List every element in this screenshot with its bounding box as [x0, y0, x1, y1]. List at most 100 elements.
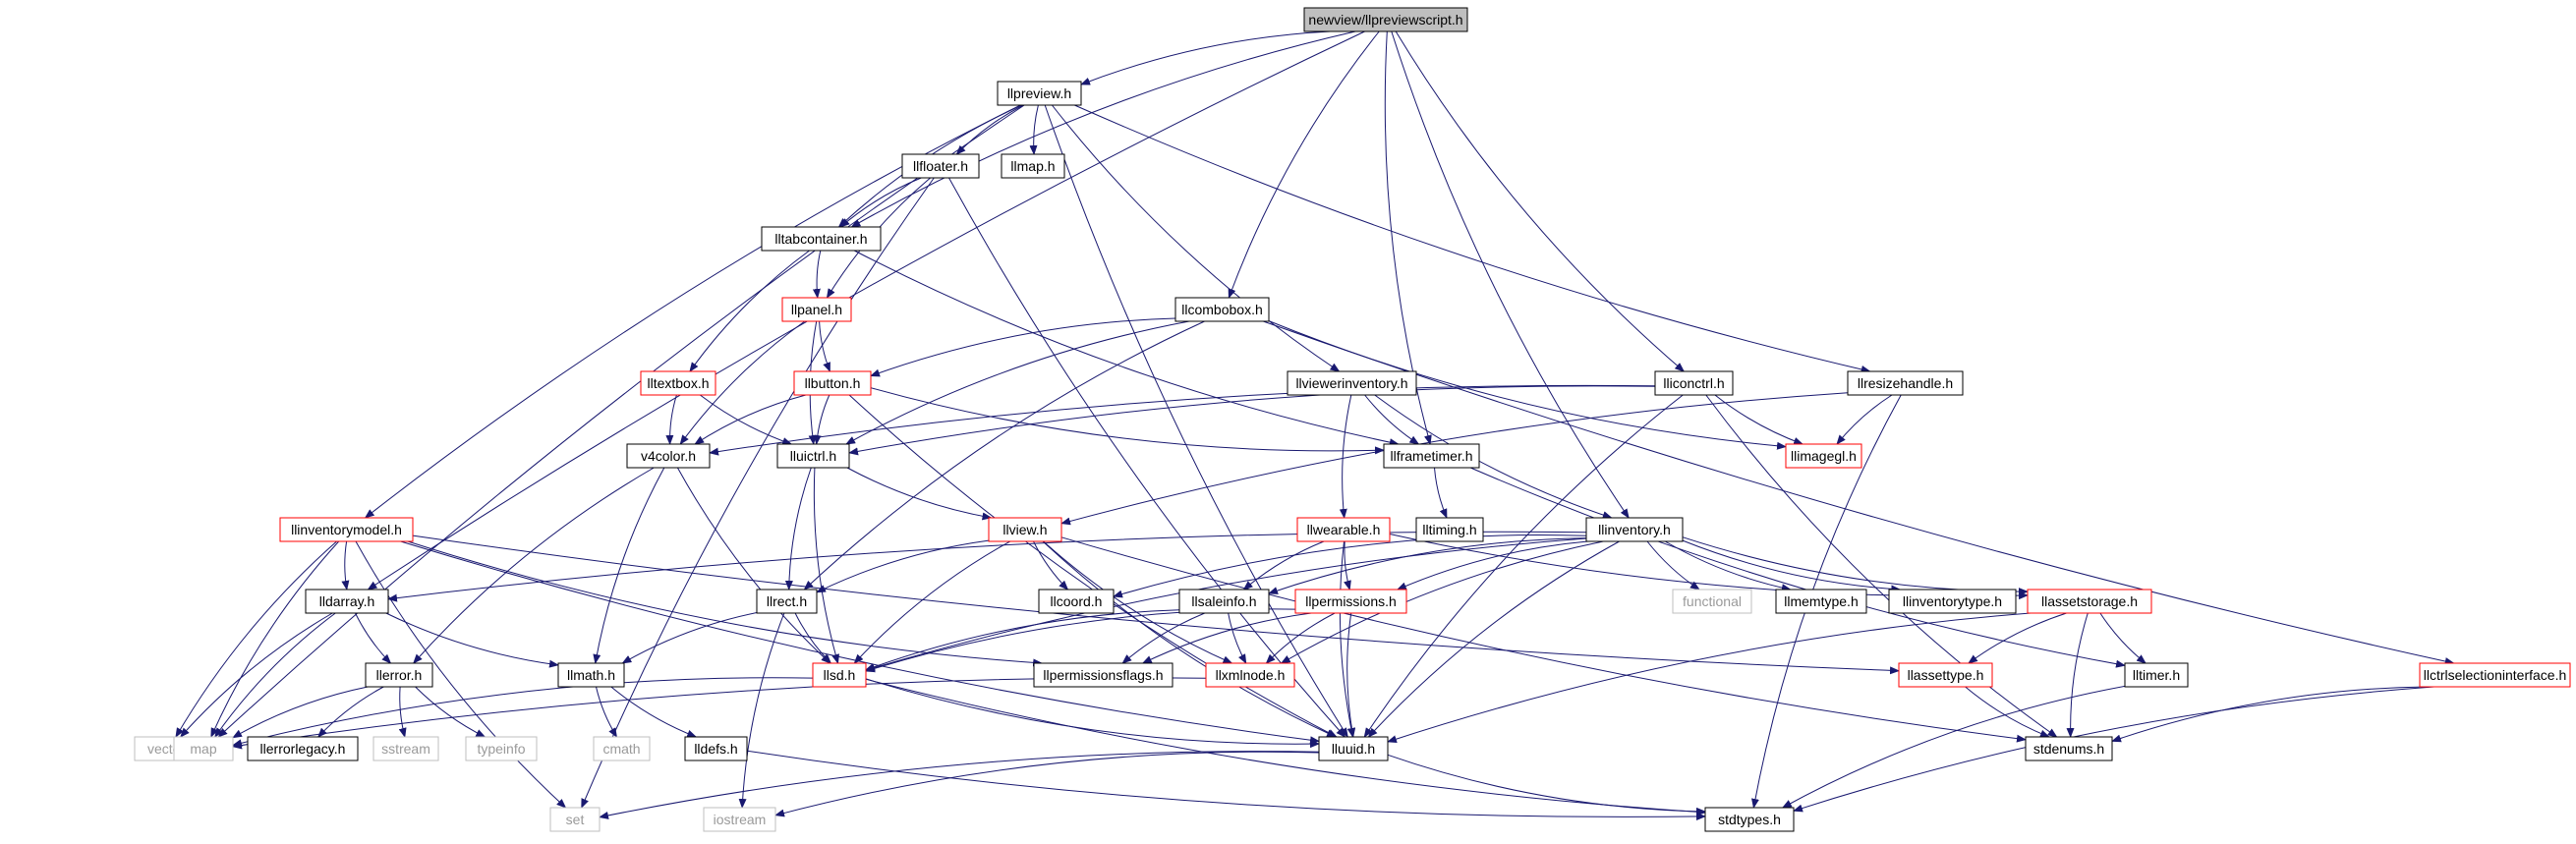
- node-iostream[interactable]: iostream: [703, 807, 776, 832]
- node-box-llctrlselectioninterface: [2419, 662, 2571, 688]
- node-llinventorymodel[interactable]: llinventorymodel.h: [279, 517, 414, 542]
- node-llcombobox[interactable]: llcombobox.h: [1174, 297, 1270, 322]
- node-lluuid[interactable]: lluuid.h: [1318, 736, 1389, 761]
- node-label-llinventorymodel: llinventorymodel.h: [291, 522, 402, 537]
- node-label-llctrlselectioninterface: llctrlselectioninterface.h: [2424, 667, 2567, 683]
- node-llresizehandle[interactable]: llresizehandle.h: [1847, 370, 1964, 396]
- edge-lluuid-to-set: [599, 751, 1320, 819]
- node-label-llpanel: llpanel.h: [791, 302, 842, 317]
- node-llinventorytype[interactable]: llinventorytype.h: [1888, 589, 2017, 614]
- node-llmemtype[interactable]: llmemtype.h: [1775, 589, 1867, 614]
- node-label-llrect: llrect.h: [767, 593, 807, 609]
- node-llview[interactable]: llview.h: [988, 517, 1062, 542]
- edge-root-to-llinventory: [1391, 30, 1630, 519]
- edge-llerror-to-sstream: [398, 686, 407, 738]
- node-llfloater[interactable]: llfloater.h: [901, 153, 980, 179]
- node-lltextbox[interactable]: lltextbox.h: [640, 370, 716, 396]
- edge-llpermissions-to-llsd: [865, 608, 1296, 673]
- node-stdenums[interactable]: stdenums.h: [2025, 736, 2113, 761]
- node-llpermissionsflags[interactable]: llpermissionsflags.h: [1033, 662, 1174, 688]
- node-label-llimagegl: llimagegl.h: [1791, 448, 1857, 464]
- node-set[interactable]: set: [549, 807, 601, 832]
- node-llbutton[interactable]: llbutton.h: [793, 370, 872, 396]
- node-label-llcoord: llcoord.h: [1051, 593, 1103, 609]
- node-box-llmemtype: [1775, 589, 1867, 614]
- node-lldefs[interactable]: lldefs.h: [684, 736, 748, 761]
- edge-llinventory-to-llmemtype: [1664, 540, 1792, 592]
- edge-llcombobox-to-llrect: [803, 320, 1205, 591]
- edge-llmath-to-lldefs: [610, 686, 698, 738]
- node-box-lltiming: [1415, 517, 1484, 542]
- edge-llpreview-to-llfloater: [955, 104, 1024, 155]
- node-v4color[interactable]: v4color.h: [626, 443, 711, 469]
- edge-llmath-to-cmath: [596, 686, 618, 738]
- node-llwearable[interactable]: llwearable.h: [1296, 517, 1391, 542]
- edge-llview-to-llrect: [816, 539, 990, 593]
- node-typeinfo[interactable]: typeinfo: [465, 736, 538, 761]
- node-lltimer[interactable]: lltimer.h: [2124, 662, 2189, 688]
- node-box-llcoord: [1038, 589, 1115, 614]
- edge-llxmlnode-to-map: [232, 677, 1207, 750]
- node-llctrlselectioninterface[interactable]: llctrlselectioninterface.h: [2419, 662, 2571, 688]
- node-box-lldefs: [684, 736, 748, 761]
- node-llpermissions[interactable]: llpermissions.h: [1294, 589, 1407, 614]
- node-lliconctrl[interactable]: lliconctrl.h: [1654, 370, 1734, 396]
- node-llassettype[interactable]: llassettype.h: [1898, 662, 1993, 688]
- edge-llrect-to-llsd: [794, 612, 832, 664]
- edge-llviewerinventory-to-llframetimer: [1364, 394, 1420, 445]
- node-box-llview: [988, 517, 1062, 542]
- edge-llsd-to-stdtypes: [865, 678, 1706, 816]
- edge-root-to-lltabcontainer: [850, 30, 1356, 228]
- edge-lluictrl-to-llrect: [784, 467, 812, 591]
- edge-root-to-llcombobox: [1228, 30, 1380, 299]
- node-label-lltiming: lltiming.h: [1422, 522, 1476, 537]
- node-llpanel[interactable]: llpanel.h: [781, 297, 852, 322]
- edge-llview-to-llxmlnode: [1043, 540, 1233, 664]
- edge-llassetstorage-to-stdenums: [2066, 612, 2089, 738]
- node-llxmlnode[interactable]: llxmlnode.h: [1205, 662, 1295, 688]
- edge-llpermissions-to-lluuid: [1346, 612, 1356, 738]
- node-label-lltabcontainer: lltabcontainer.h: [774, 231, 867, 247]
- edge-lliconctrl-to-v4color: [709, 384, 1656, 456]
- node-lltiming[interactable]: lltiming.h: [1415, 517, 1484, 542]
- node-label-v4color: v4color.h: [641, 448, 696, 464]
- node-cmath[interactable]: cmath: [593, 736, 651, 761]
- edge-llctrlselectioninterface-to-stdenums: [2111, 686, 2428, 743]
- node-stdtypes[interactable]: stdtypes.h: [1704, 807, 1795, 832]
- edge-llresizehandle-to-llview: [1060, 392, 1849, 526]
- node-llerrorlegacy[interactable]: llerrorlegacy.h: [247, 736, 359, 761]
- node-label-llsaleinfo: llsaleinfo.h: [1191, 593, 1256, 609]
- node-llinventory[interactable]: llinventory.h: [1585, 517, 1684, 542]
- node-lltabcontainer[interactable]: lltabcontainer.h: [761, 226, 882, 252]
- node-map[interactable]: map: [173, 736, 234, 761]
- node-llmap[interactable]: llmap.h: [1001, 153, 1065, 179]
- node-llcoord[interactable]: llcoord.h: [1038, 589, 1115, 614]
- edge-llinventory-to-llxmlnode: [1280, 540, 1604, 664]
- node-llerror[interactable]: llerror.h: [365, 662, 433, 688]
- node-box-llresizehandle: [1847, 370, 1964, 396]
- node-lluictrl[interactable]: lluictrl.h: [776, 443, 850, 469]
- node-llassetstorage[interactable]: llassetstorage.h: [2027, 589, 2152, 614]
- node-llsaleinfo[interactable]: llsaleinfo.h: [1178, 589, 1270, 614]
- node-label-llmath: llmath.h: [567, 667, 615, 683]
- node-llframetimer[interactable]: llframetimer.h: [1383, 443, 1480, 469]
- node-box-llfloater: [901, 153, 980, 179]
- node-llmath[interactable]: llmath.h: [557, 662, 625, 688]
- node-label-llassetstorage: llassetstorage.h: [2041, 593, 2138, 609]
- node-llrect[interactable]: llrect.h: [756, 589, 818, 614]
- node-label-llpermissionsflags: llpermissionsflags.h: [1043, 667, 1163, 683]
- node-box-llpermissionsflags: [1033, 662, 1174, 688]
- node-llimagegl[interactable]: llimagegl.h: [1785, 443, 1862, 469]
- edge-lluuid-to-iostream: [774, 751, 1320, 817]
- edge-llfloater-to-lluuid: [948, 177, 1346, 738]
- node-lldarray[interactable]: lldarray.h: [305, 589, 389, 614]
- node-sstream[interactable]: sstream: [372, 736, 439, 761]
- node-llviewerinventory[interactable]: llviewerinventory.h: [1287, 370, 1417, 396]
- edge-llinventory-to-llpermissions: [1396, 540, 1588, 591]
- node-root[interactable]: newview/llpreviewscript.h: [1303, 7, 1468, 32]
- edge-lluuid-to-stdtypes: [1387, 754, 1706, 816]
- node-functional[interactable]: functional: [1672, 589, 1752, 614]
- edge-llcombobox-to-lluictrl: [845, 320, 1190, 445]
- node-llsd[interactable]: llsd.h: [812, 662, 867, 688]
- node-llpreview[interactable]: llpreview.h: [997, 81, 1082, 106]
